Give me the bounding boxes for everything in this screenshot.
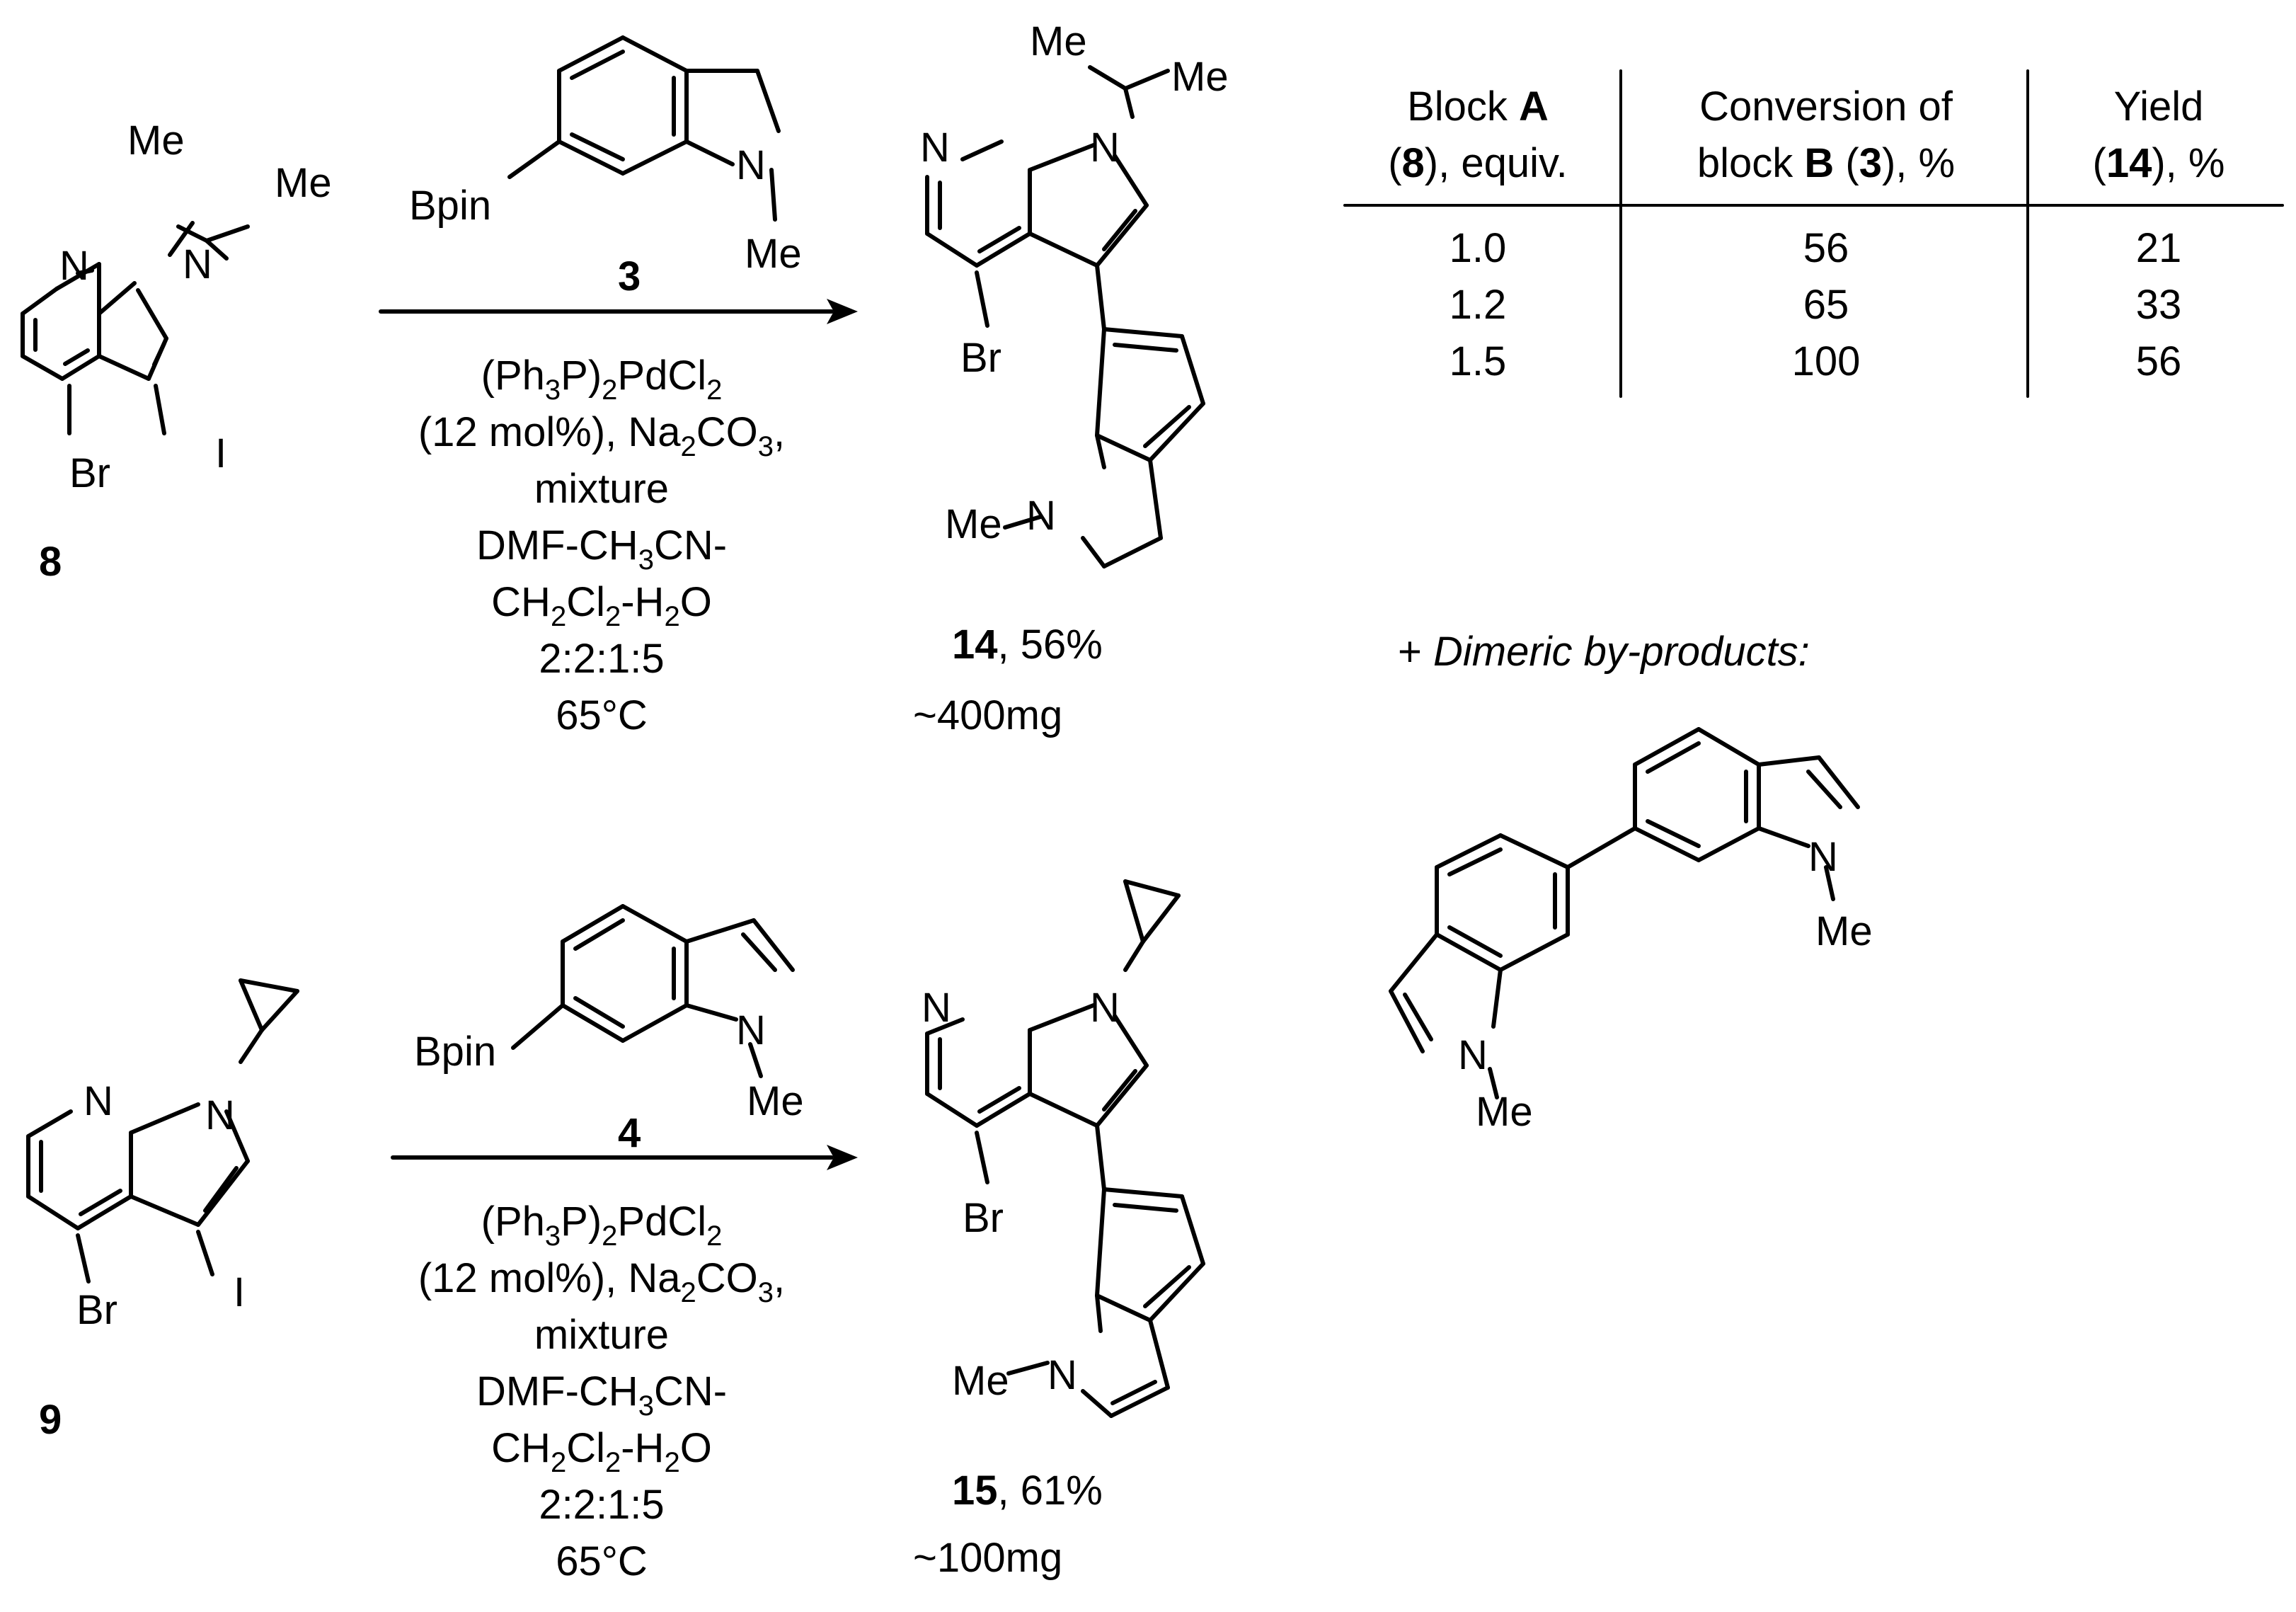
compound-8-structure (21, 221, 250, 435)
r4-bpin-label: Bpin (414, 1029, 496, 1075)
p14-me-label-c: Me (945, 501, 1002, 547)
c8-br-label: Br (69, 450, 110, 496)
c8-number: 8 (39, 539, 62, 585)
r3-n-label: N (736, 142, 766, 188)
c8-n-pyrrole: N (183, 241, 212, 287)
cond-top-temp: 65°C (556, 692, 648, 738)
c9-i-label: I (234, 1269, 245, 1315)
cond-top-catalyst: (Ph3P)2PdCl2 (481, 353, 723, 406)
c9-number: 9 (39, 1397, 62, 1443)
c9-n-pyrrole: N (205, 1092, 235, 1138)
c8-n-pyridine: N (59, 243, 89, 289)
table-cell-equiv-row3: 1.5 (1450, 338, 1507, 384)
p14-n-indoline: N (1026, 493, 1056, 539)
byproducts-heading: + Dimeric by-products: (1398, 629, 1810, 675)
r3-number: 3 (618, 253, 641, 299)
reagent-3-structure (507, 35, 781, 222)
table-header-yield-line1: Yield (2114, 84, 2204, 130)
cond-top-loading: (12 mol%), Na2CO3, (418, 409, 785, 462)
product-15-structure (925, 879, 1205, 1418)
table-cell-conversion-row3: 100 (1792, 338, 1861, 384)
product-14-structure (925, 65, 1205, 568)
p15-me-label: Me (952, 1358, 1009, 1404)
dimer-me-label-a: Me (1815, 908, 1873, 954)
r3-me-label: Me (745, 231, 802, 277)
cond-bottom-ratio: 2:2:1:5 (539, 1482, 664, 1528)
p14-me-label-a: Me (1030, 18, 1087, 64)
table-header-yield-line2: (14), % (2093, 140, 2225, 186)
dimer-structure (1389, 727, 1860, 1099)
dimer-n-label-b: N (1458, 1032, 1488, 1078)
r4-number: 4 (618, 1110, 641, 1156)
compound-9-structure (26, 978, 299, 1284)
p14-br-label: Br (960, 335, 1001, 381)
table-header-block-a-line2: (8), equiv. (1388, 140, 1568, 186)
dimer-n-label-a: N (1808, 834, 1838, 880)
r4-n-label: N (736, 1007, 766, 1053)
p15-n-indole: N (1047, 1352, 1077, 1398)
cond-bottom-temp: 65°C (556, 1538, 648, 1584)
c8-me-label-a: Me (127, 118, 185, 164)
p14-n-pyrrole: N (1090, 125, 1120, 171)
table-cell-equiv-row2: 1.2 (1450, 282, 1507, 328)
table-header-block-a-line1: Block A (1407, 84, 1549, 130)
c8-i-label: I (215, 430, 226, 476)
dimer-me-label-b: Me (1476, 1089, 1533, 1135)
cond-top-solvent-1: DMF-CH3CN- (476, 522, 727, 576)
table-cell-yield-row3: 56 (2136, 338, 2182, 384)
table-header-conversion-line1: Conversion of (1699, 84, 1953, 130)
table-cell-conversion-row2: 65 (1803, 282, 1849, 328)
cond-bottom-mixture: mixture (534, 1312, 669, 1358)
cond-bottom-loading: (12 mol%), Na2CO3, (418, 1255, 785, 1308)
c9-n-pyridine: N (84, 1078, 113, 1124)
cond-bottom-catalyst: (Ph3P)2PdCl2 (481, 1199, 723, 1252)
table-cell-conversion-row1: 56 (1803, 225, 1849, 271)
p15-n-pyrrole: N (1090, 985, 1120, 1031)
results-table: Block A (8), equiv. Conversion of block … (1343, 69, 2284, 398)
p14-mass: ~400mg (913, 692, 1062, 738)
reaction-arrow-top (379, 299, 858, 324)
c9-br-label: Br (76, 1287, 117, 1333)
table-cell-yield-row1: 21 (2136, 225, 2182, 271)
p15-result: 15, 61% (952, 1468, 1103, 1514)
conditions-top: (Ph3P)2PdCl2 (12 mol%), Na2CO3, mixture … (418, 353, 785, 738)
p14-result: 14, 56% (952, 622, 1103, 668)
cond-top-solvent-2: CH2Cl2-H2O (491, 579, 712, 632)
r3-bpin-label: Bpin (409, 183, 491, 229)
table-header-conversion-line2: block B (3), % (1697, 140, 1955, 186)
cond-top-ratio: 2:2:1:5 (539, 636, 664, 682)
table-cell-equiv-row1: 1.0 (1450, 225, 1507, 271)
conditions-bottom: (Ph3P)2PdCl2 (12 mol%), Na2CO3, mixture … (418, 1199, 785, 1584)
cond-bottom-solvent-2: CH2Cl2-H2O (491, 1425, 712, 1478)
p14-me-label-b: Me (1171, 54, 1229, 100)
c8-me-label-b: Me (275, 160, 332, 206)
table-cell-yield-row2: 33 (2136, 282, 2182, 328)
cond-top-mixture: mixture (534, 466, 669, 512)
p15-mass: ~100mg (913, 1535, 1062, 1581)
reaction-arrow-bottom (391, 1145, 858, 1170)
r4-me-label: Me (747, 1078, 804, 1124)
cond-bottom-solvent-1: DMF-CH3CN- (476, 1368, 727, 1422)
reagent-4-structure (511, 904, 795, 1078)
p15-br-label: Br (963, 1195, 1004, 1241)
p14-n-pyridine: N (920, 125, 950, 171)
p15-n-pyridine: N (922, 985, 951, 1031)
